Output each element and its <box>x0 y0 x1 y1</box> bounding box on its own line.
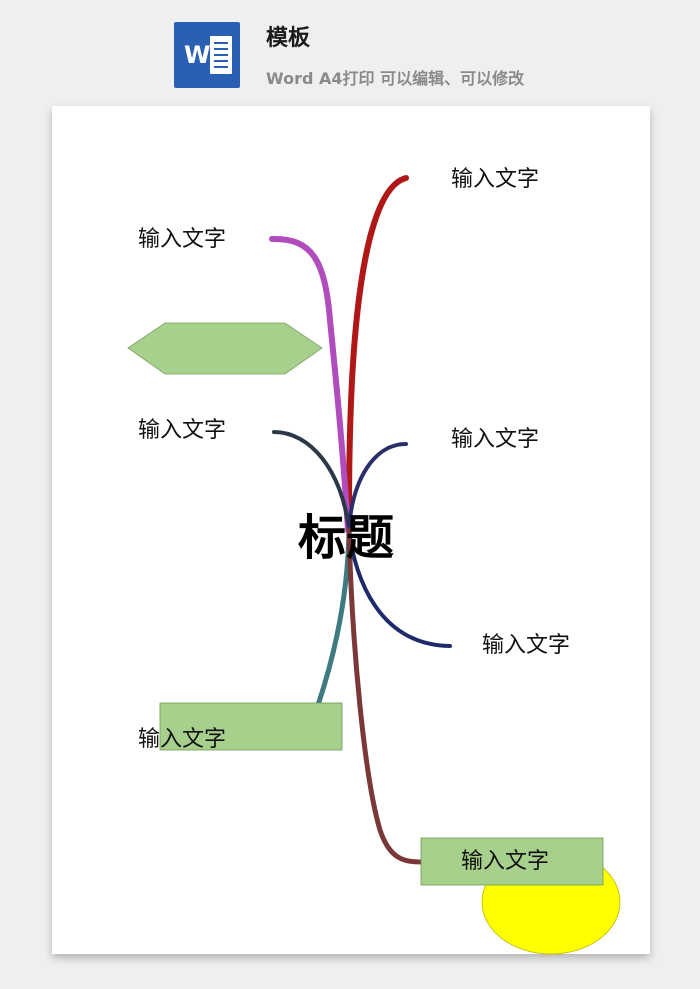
branch-navy-upper <box>347 442 408 532</box>
node-label-top-right[interactable]: 输入文字 <box>451 167 540 192</box>
mind-map-center-title[interactable]: 标题 <box>298 510 395 566</box>
node-label-mid-left[interactable]: 输入文字 <box>138 418 227 443</box>
document-title: 模板 <box>266 26 311 51</box>
green-rectangle-shape-left[interactable] <box>159 702 343 751</box>
word-document-icon: W <box>174 22 240 88</box>
branch-maroon <box>346 527 425 865</box>
document-header: W 模板 Word A4打印 可以编辑、可以修改 <box>0 0 700 100</box>
node-label-lower-left[interactable]: 输入文字 <box>138 727 227 752</box>
branch-dark <box>272 430 351 532</box>
branch-red <box>346 175 409 533</box>
node-label-bottom-right[interactable]: 输入文字 <box>461 849 550 874</box>
word-icon-letter: W <box>184 41 211 69</box>
node-label-mid-right[interactable]: 输入文字 <box>451 427 540 452</box>
branch-navy-lower <box>347 528 452 648</box>
word-icon-lines <box>210 36 232 74</box>
node-label-lower-right[interactable]: 输入文字 <box>482 633 571 658</box>
branch-purple <box>269 235 351 533</box>
document-subtitle: Word A4打印 可以编辑、可以修改 <box>266 69 525 88</box>
green-hexagon-shape[interactable] <box>127 322 323 375</box>
green-rectangle-shape-bottom[interactable] <box>420 837 604 886</box>
node-label-top-left[interactable]: 输入文字 <box>138 227 227 252</box>
